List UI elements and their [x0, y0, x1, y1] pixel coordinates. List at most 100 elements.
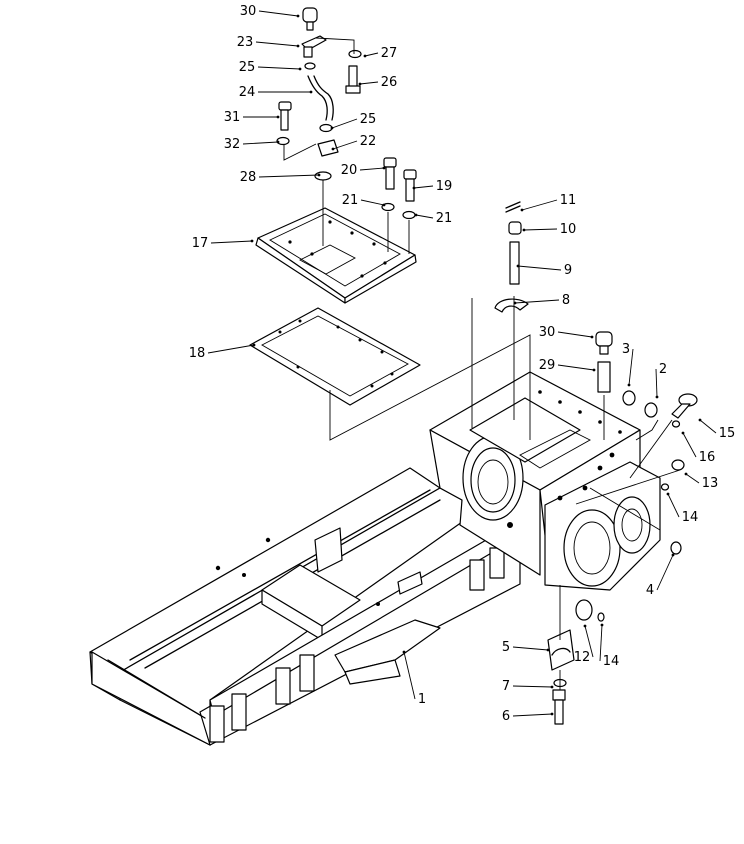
callout-number: 20	[341, 163, 358, 178]
callout-leader-line	[699, 419, 717, 434]
callout-number: 2	[659, 362, 667, 377]
callout-29: 29	[539, 358, 596, 373]
callout-leader-line	[512, 685, 553, 688]
callout-31: 31	[224, 110, 280, 125]
callout-leader-line	[656, 554, 674, 591]
callout-28: 28	[240, 170, 321, 185]
callout-5: 5	[502, 640, 550, 655]
callout-8: 8	[513, 293, 570, 308]
callout-leader-tip	[402, 650, 406, 654]
callout-leader-tip	[666, 492, 670, 496]
callout-12: 12	[574, 624, 594, 665]
callout-leader-tip	[522, 228, 526, 232]
callout-number: 31	[224, 110, 241, 125]
callout-leader-line	[517, 265, 562, 271]
callout-number: 29	[539, 358, 556, 373]
callout-number: 16	[699, 450, 716, 465]
callout-9: 9	[516, 263, 572, 278]
callout-number: 15	[719, 426, 736, 441]
callout-leader-line	[403, 651, 416, 700]
callout-leader-tip	[382, 203, 386, 207]
callout-leader-tip	[550, 712, 554, 716]
callout-number: 13	[702, 476, 719, 491]
callout-leader-line	[512, 646, 549, 651]
callout-21: 21	[414, 211, 453, 226]
callout-number: 28	[240, 170, 257, 185]
callout-number: 30	[539, 325, 556, 340]
callout-leader-line	[257, 66, 301, 70]
callout-leader-tip	[681, 431, 685, 435]
callout-leader-tip	[627, 383, 631, 387]
callout-26: 26	[358, 75, 397, 90]
callout-15: 15	[698, 418, 736, 441]
callout-6: 6	[502, 709, 554, 724]
callout-number: 4	[646, 583, 654, 598]
callout-number: 14	[603, 654, 620, 669]
callout-number: 17	[192, 236, 209, 251]
callout-leader-line	[523, 228, 558, 231]
callout-leader-line	[332, 140, 358, 150]
callout-leader-tip	[590, 335, 594, 339]
callout-number: 1	[418, 692, 426, 707]
callout-leader-line	[512, 713, 553, 717]
callout-leader-tip	[513, 301, 517, 305]
callout-leader-tip	[276, 115, 280, 119]
callout-17: 17	[192, 236, 254, 251]
callout-30: 30	[240, 4, 300, 19]
callout-leader-tip	[363, 54, 367, 58]
callout-11: 11	[520, 193, 576, 212]
callout-leader-tip	[516, 264, 520, 268]
callout-22: 22	[331, 134, 376, 151]
callout-number: 14	[682, 510, 699, 525]
callout-13: 13	[684, 472, 719, 491]
plug-15	[671, 393, 698, 419]
callout-number: 10	[560, 222, 577, 237]
callout-leader-line	[331, 118, 358, 129]
callout-number: 24	[239, 85, 256, 100]
clamp-5	[547, 629, 575, 671]
callout-27: 27	[363, 46, 397, 61]
callout-leader-tip	[655, 395, 659, 399]
callout-number: 23	[237, 35, 254, 50]
callout-leader-line	[599, 624, 603, 662]
pipe-24	[307, 75, 334, 121]
callout-leader-line	[521, 199, 558, 211]
callout-leader-tip	[414, 213, 418, 217]
breather-30-top	[302, 7, 318, 31]
callout-leader-tip	[412, 186, 416, 190]
bracket-23	[301, 35, 327, 58]
callout-leader-tip	[382, 166, 386, 170]
plugs-right	[553, 390, 685, 688]
callout-leader-line	[584, 625, 594, 658]
callout-number: 21	[342, 193, 359, 208]
callout-20: 20	[341, 163, 386, 178]
callout-leader-tip	[550, 685, 554, 689]
callout-leader-tip	[317, 173, 321, 177]
callout-leader-line	[628, 348, 634, 386]
assembly-guide-lines	[283, 37, 681, 690]
callout-leader-tip	[330, 126, 334, 130]
stud-assembly	[494, 201, 529, 313]
callout-number: 30	[240, 4, 257, 19]
callout-leader-tip	[309, 90, 313, 94]
callout-number: 19	[436, 179, 453, 194]
callout-leader-tip	[298, 67, 302, 71]
callout-number: 18	[189, 346, 206, 361]
callout-leader-tip	[546, 648, 550, 652]
callout-number: 9	[564, 263, 572, 278]
callout-18: 18	[189, 343, 256, 361]
callout-leader-line	[359, 167, 385, 171]
callout-number: 25	[360, 112, 377, 127]
bolts	[278, 65, 566, 725]
callout-leader-tip	[276, 140, 280, 144]
callout-number: 21	[436, 211, 453, 226]
callout-leader-tip	[296, 14, 300, 18]
callout-16: 16	[681, 431, 716, 465]
callout-number: 5	[502, 640, 510, 655]
callout-14: 14	[599, 623, 620, 669]
callout-number: 3	[622, 342, 630, 357]
callout-19: 19	[412, 179, 453, 194]
callout-leader-tip	[520, 208, 524, 212]
